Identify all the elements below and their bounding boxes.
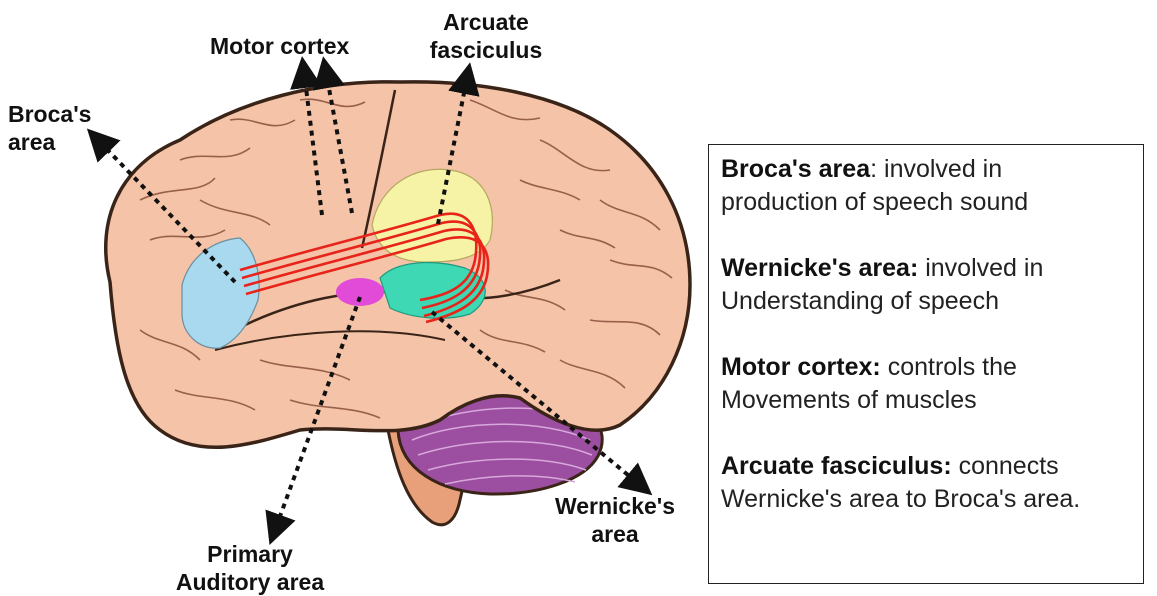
info-line-1: Motor cortex: controls the	[721, 351, 1143, 384]
info-term: Wernicke's area:	[721, 254, 918, 282]
info-term: Motor cortex:	[721, 353, 881, 381]
info-entry-broca: Broca's area: involved in production of …	[721, 153, 1143, 219]
info-entry-motor-cortex: Motor cortex: controls the Movements of …	[721, 351, 1143, 417]
info-line-1: Arcuate fasciculus: connects	[721, 450, 1143, 483]
info-entry-arcuate: Arcuate fasciculus: connects Wernicke's …	[721, 450, 1143, 516]
info-entry-wernicke: Wernicke's area: involved in Understandi…	[721, 252, 1143, 318]
label-primary-auditory-area: Primary Auditory area	[170, 540, 330, 596]
info-line-2: Understanding of speech	[721, 285, 1143, 318]
info-sep	[952, 452, 959, 480]
label-broca-area: Broca's area	[8, 100, 91, 156]
info-line-1: Broca's area: involved in	[721, 153, 1143, 186]
info-term: Broca's area	[721, 155, 870, 183]
info-desc: involved in	[925, 254, 1043, 282]
label-motor-cortex: Motor cortex	[210, 32, 349, 60]
wernicke-region	[380, 263, 485, 319]
info-line-2: Movements of muscles	[721, 384, 1143, 417]
info-box: Broca's area: involved in production of …	[708, 144, 1144, 584]
label-wernicke-area: Wernicke's area	[545, 492, 685, 548]
info-sep	[881, 353, 888, 381]
info-desc: connects	[959, 452, 1059, 480]
info-line-2: Wernicke's area to Broca's area.	[721, 483, 1143, 516]
label-arcuate-fasciculus: Arcuate fasciculus	[422, 8, 550, 64]
info-desc: controls the	[888, 353, 1017, 381]
info-line-2: production of speech sound	[721, 186, 1143, 219]
info-term: Arcuate fasciculus:	[721, 452, 952, 480]
info-sep: :	[870, 155, 884, 183]
info-desc: involved in	[884, 155, 1002, 183]
info-line-1: Wernicke's area: involved in	[721, 252, 1143, 285]
